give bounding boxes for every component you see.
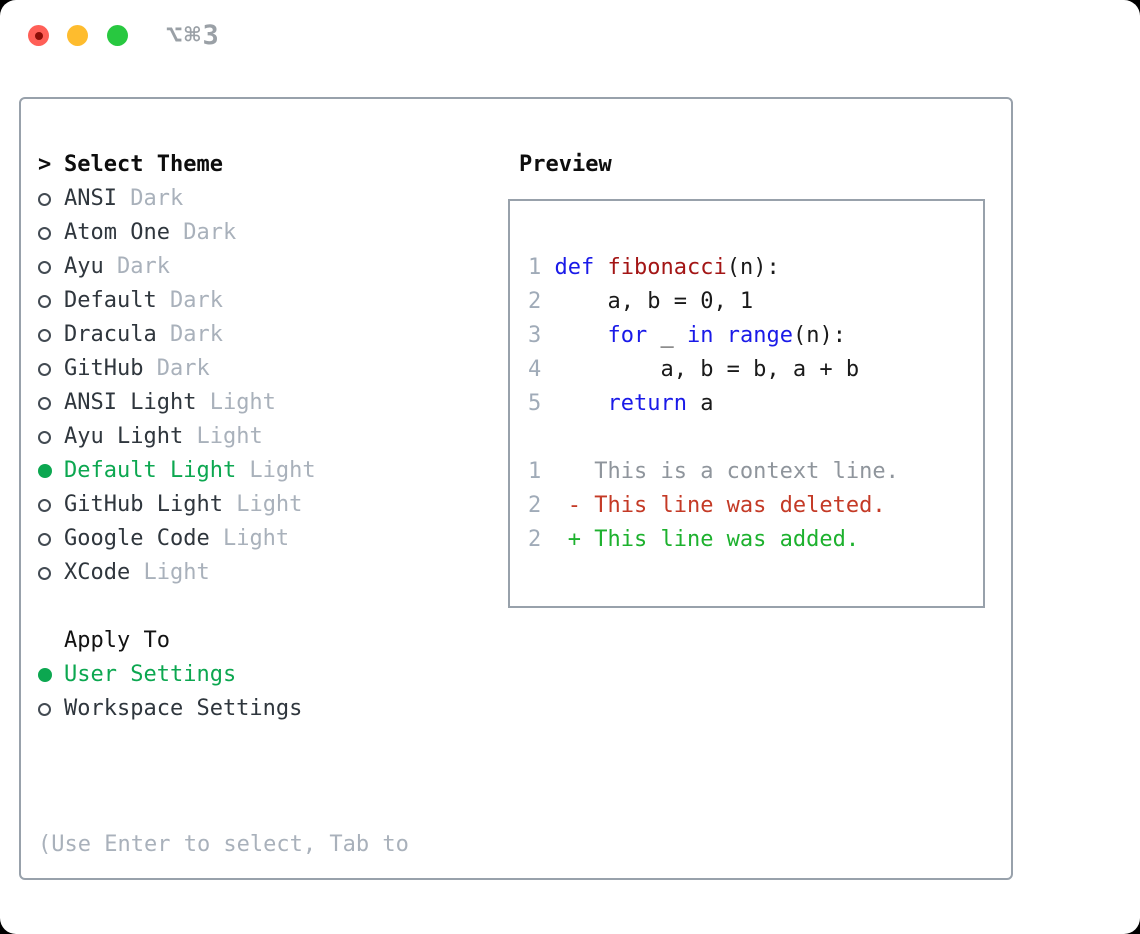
theme-item-default[interactable]: Default Dark [38, 284, 409, 318]
diff-line-deleted: 2 - This line was deleted. [528, 493, 886, 518]
radio-unselected-icon [38, 226, 64, 240]
option-label: Default Light [64, 458, 237, 483]
theme-item-ayu[interactable]: Ayu Dark [38, 250, 409, 284]
theme-item-ansi[interactable]: ANSI Dark [38, 182, 409, 216]
theme-item-default-light[interactable]: Default Light Light [38, 454, 409, 488]
radio-unselected-icon [38, 294, 64, 308]
apply-option-workspace-settings[interactable]: Workspace Settings [38, 692, 409, 726]
option-label: Dracula [64, 322, 157, 347]
theme-item-xcode[interactable]: XCode Light [38, 556, 409, 590]
diff-line-added: 2 + This line was added. [528, 527, 860, 552]
radio-unselected-icon [38, 532, 64, 546]
zoom-button[interactable] [107, 25, 128, 46]
keyboard-hint-line1: (Use Enter to select, Tab to [38, 832, 409, 857]
theme-variant-badge: Dark [156, 322, 223, 347]
window-title: ⌥⌘3 [166, 20, 221, 51]
option-label: Ayu Light [64, 424, 184, 449]
close-button[interactable] [28, 25, 49, 46]
code-line: 3 for _ in range(n): [528, 323, 846, 348]
option-label: Atom One [64, 220, 170, 245]
focus-caret: > [38, 152, 52, 177]
code-line: 2 a, b = 0, 1 [528, 289, 754, 314]
radio-unselected-icon [38, 362, 64, 376]
preview-column: Preview 1 def fibonacci(n): 2 a, b = 0, 1… [498, 148, 985, 608]
keyboard-hint: (Use Enter to select, Tab to change focu… [38, 760, 409, 934]
theme-item-google-code[interactable]: Google Code Light [38, 522, 409, 556]
theme-variant-badge: Light [236, 458, 316, 483]
option-label: GitHub [64, 356, 144, 381]
radio-unselected-icon [38, 702, 64, 716]
apply-to-header: Apply To [38, 624, 409, 658]
theme-variant-badge: Light [130, 560, 210, 585]
preview-box: 1 def fibonacci(n): 2 a, b = 0, 1 3 for _ … [508, 199, 985, 608]
option-label: Ayu [64, 254, 104, 279]
theme-variant-badge: Dark [116, 186, 184, 211]
radio-selected-icon [38, 668, 64, 682]
apply-option-user-settings[interactable]: User Settings [38, 658, 409, 692]
radio-unselected-icon [38, 192, 64, 206]
radio-unselected-icon [38, 566, 64, 580]
radio-unselected-icon [38, 260, 64, 274]
code-line: 5 return a [528, 391, 714, 416]
radio-unselected-icon [38, 498, 64, 512]
theme-list-header: > Select Theme [38, 148, 409, 182]
theme-item-ansi-light[interactable]: ANSI Light Light [38, 386, 409, 420]
theme-variant-badge: Dark [169, 220, 237, 245]
theme-variant-badge: Dark [143, 356, 210, 381]
preview-title: Preview [519, 152, 612, 177]
theme-item-dracula[interactable]: Dracula Dark [38, 318, 409, 352]
theme-item-github-light[interactable]: GitHub Light Light [38, 488, 409, 522]
titlebar: ⌥⌘3 [0, 0, 1140, 76]
theme-item-atom-one[interactable]: Atom One Dark [38, 216, 409, 250]
radio-unselected-icon [38, 430, 64, 444]
option-label: Workspace Settings [64, 696, 303, 721]
theme-item-ayu-light[interactable]: Ayu Light Light [38, 420, 409, 454]
option-label: GitHub Light [64, 492, 223, 517]
option-label: ANSI Light [64, 390, 197, 415]
theme-variant-badge: Dark [156, 288, 223, 313]
theme-item-github[interactable]: GitHub Dark [38, 352, 409, 386]
radio-unselected-icon [38, 328, 64, 342]
radio-selected-icon [38, 464, 64, 478]
keyboard-hint-line2: change focus) [38, 930, 409, 934]
option-label: ANSI [64, 186, 117, 211]
code-line: 4 a, b = b, a + b [528, 357, 860, 382]
option-label: XCode [64, 560, 131, 585]
option-label: User Settings [64, 662, 237, 687]
option-label: Google Code [64, 526, 210, 551]
theme-variant-badge: Light [196, 390, 276, 415]
theme-list-title: Select Theme [64, 152, 223, 177]
option-label: Default [64, 288, 157, 313]
diff-line-context: 1 This is a context line. [528, 459, 899, 484]
code-line: 1 def fibonacci(n): [528, 255, 780, 280]
theme-variant-badge: Dark [103, 254, 170, 279]
theme-variant-badge: Light [222, 492, 303, 517]
theme-variant-badge: Light [183, 424, 263, 449]
radio-unselected-icon [38, 396, 64, 410]
close-button-dot [34, 31, 43, 40]
theme-variant-badge: Light [209, 526, 290, 551]
minimize-button[interactable] [67, 25, 88, 46]
apply-to-title: Apply To [64, 628, 170, 653]
blank-line [528, 421, 983, 455]
